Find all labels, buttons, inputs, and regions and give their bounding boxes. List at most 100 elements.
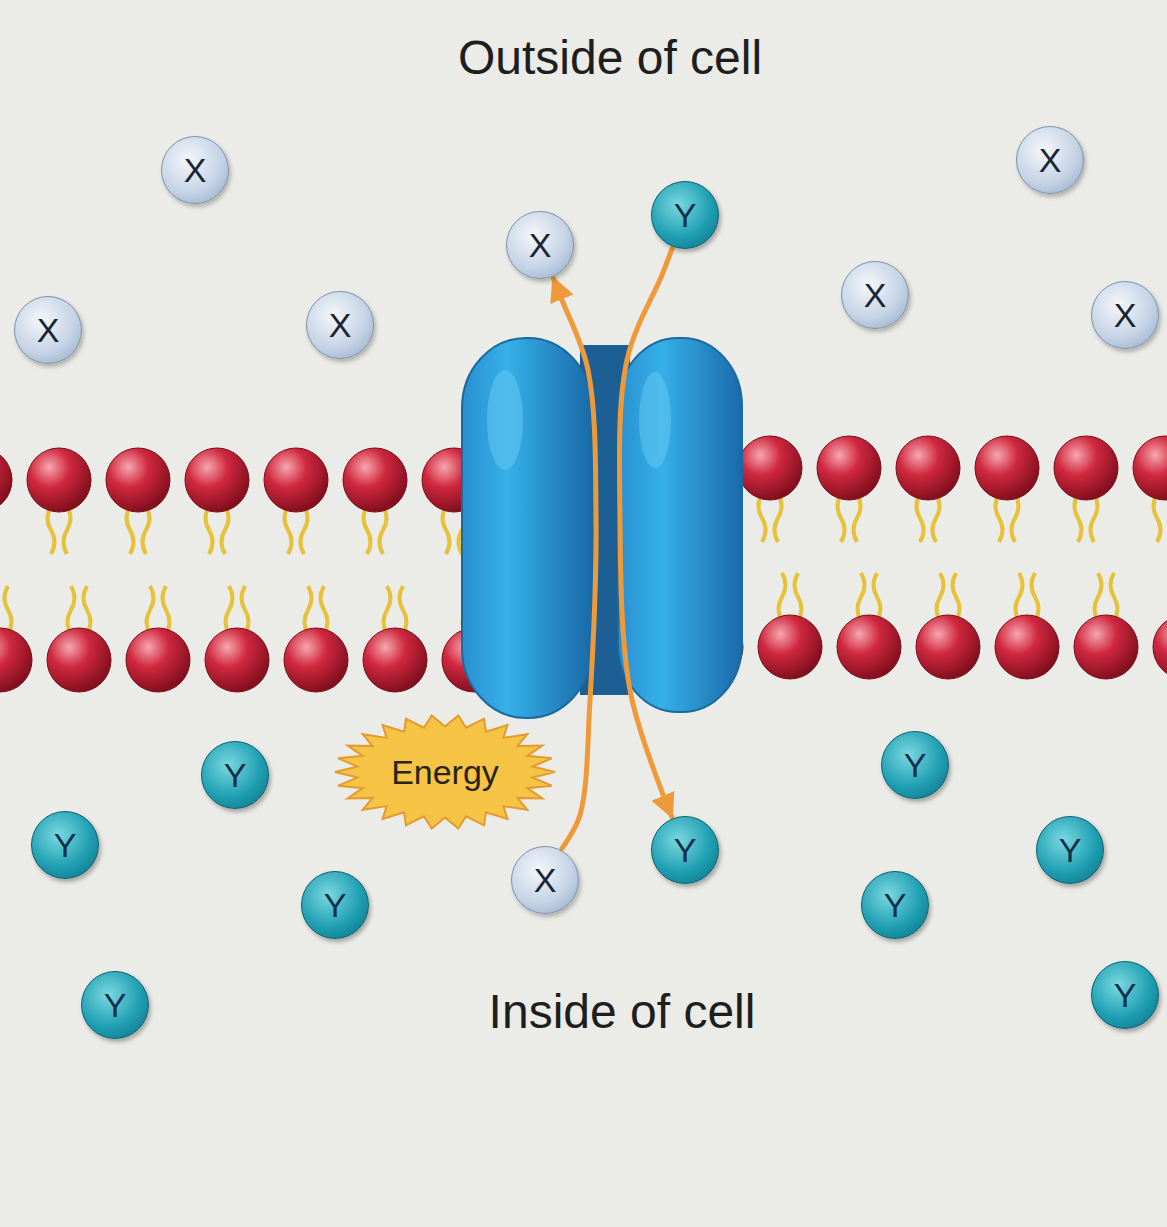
molecule-circle: X <box>841 261 909 329</box>
molecule-label: X <box>864 278 887 312</box>
molecule-circle: X <box>161 136 229 204</box>
molecule-label: X <box>37 313 60 347</box>
protein-highlight <box>487 370 523 470</box>
lipid-tail <box>364 506 371 554</box>
lipid-tail <box>301 506 308 554</box>
molecule-label: Y <box>884 888 907 922</box>
lipid-tail <box>937 573 944 621</box>
molecule-circle: X <box>306 291 374 359</box>
energy-label: Energy <box>391 755 499 789</box>
phospholipid-head <box>1153 615 1167 679</box>
lipid-tail <box>206 506 213 554</box>
lipid-tail <box>305 586 312 634</box>
molecule-label: X <box>329 308 352 342</box>
lipid-tail <box>1075 494 1082 542</box>
lipid-tail <box>779 573 786 621</box>
transport-arrow <box>553 278 596 848</box>
molecule-label: X <box>1039 143 1062 177</box>
molecule-label: Y <box>324 888 347 922</box>
lipid-tail <box>242 586 249 634</box>
phospholipid-head <box>896 436 960 500</box>
lipid-tail <box>68 586 75 634</box>
lipid-tail <box>1091 494 1098 542</box>
phospholipid-head <box>27 448 91 512</box>
molecule-circle: Y <box>301 871 369 939</box>
molecule-circle: X <box>1091 281 1159 349</box>
molecule-label: Y <box>224 758 247 792</box>
phospholipid-head <box>1074 615 1138 679</box>
region-label: Inside of cell <box>489 986 756 1039</box>
lipid-tail <box>933 494 940 542</box>
phospholipid-head <box>284 628 348 692</box>
phospholipid-head <box>758 615 822 679</box>
protein-subunit <box>618 338 742 712</box>
burst-shape <box>335 715 555 828</box>
lipid-tail <box>226 586 233 634</box>
phospholipid-head <box>185 448 249 512</box>
lipid-tail <box>147 586 154 634</box>
lipid-tail <box>400 586 407 634</box>
molecule-circle: Y <box>1036 816 1104 884</box>
molecule-label: Y <box>904 748 927 782</box>
lipid-tail <box>1154 494 1161 542</box>
lipid-tail <box>64 506 71 554</box>
phospholipid-head <box>0 448 12 512</box>
lipid-tail <box>163 586 170 634</box>
molecule-circle: X <box>1016 126 1084 194</box>
lipid-tail <box>795 573 802 621</box>
phospholipid-head <box>738 436 802 500</box>
molecule-label: X <box>529 228 552 262</box>
phospholipid-head <box>343 448 407 512</box>
region-label: Outside of cell <box>458 32 762 85</box>
lipid-tail <box>775 494 782 542</box>
lipid-tail <box>143 506 150 554</box>
phospholipid-head <box>975 436 1039 500</box>
lipid-tail <box>759 494 766 542</box>
lipid-tail <box>838 494 845 542</box>
molecule-label: Y <box>54 828 77 862</box>
lipid-tail <box>953 573 960 621</box>
lipid-tail <box>5 586 12 634</box>
molecule-circle: Y <box>201 741 269 809</box>
molecule-label: X <box>534 863 557 897</box>
molecule-label: X <box>184 153 207 187</box>
phospholipid-head <box>817 436 881 500</box>
molecule-circle: Y <box>31 811 99 879</box>
lipid-tail <box>1111 573 1118 621</box>
lipid-tail <box>127 506 134 554</box>
lipid-tail <box>443 506 450 554</box>
lipid-tail <box>285 506 292 554</box>
phospholipid-head <box>264 448 328 512</box>
lipid-tail <box>917 494 924 542</box>
molecule-label: X <box>1114 298 1137 332</box>
molecule-label: Y <box>1114 978 1137 1012</box>
lipid-tail <box>1012 494 1019 542</box>
lipid-tail <box>222 506 229 554</box>
molecule-circle: X <box>511 846 579 914</box>
lipid-tail <box>1032 573 1039 621</box>
protein-subunit <box>462 338 592 718</box>
phospholipid-head <box>995 615 1059 679</box>
lipid-tail <box>48 506 55 554</box>
phospholipid-head <box>47 628 111 692</box>
transport-protein <box>462 338 742 718</box>
phospholipid-head <box>1133 436 1167 500</box>
molecule-label: Y <box>104 988 127 1022</box>
phospholipid-head <box>1054 436 1118 500</box>
lipid-tail <box>854 494 861 542</box>
lipid-tail <box>858 573 865 621</box>
phospholipid-head <box>0 628 32 692</box>
molecule-label: Y <box>674 198 697 232</box>
transport-arrow <box>619 249 672 817</box>
phospholipid-head <box>126 628 190 692</box>
phospholipid-head <box>916 615 980 679</box>
molecule-circle: Y <box>861 871 929 939</box>
phospholipid-head <box>106 448 170 512</box>
lipid-tail <box>874 573 881 621</box>
molecule-circle: X <box>506 211 574 279</box>
phospholipid-head <box>363 628 427 692</box>
molecule-circle: Y <box>651 181 719 249</box>
molecule-circle: Y <box>651 816 719 884</box>
lipid-tail <box>1095 573 1102 621</box>
protein-highlight <box>639 372 671 468</box>
